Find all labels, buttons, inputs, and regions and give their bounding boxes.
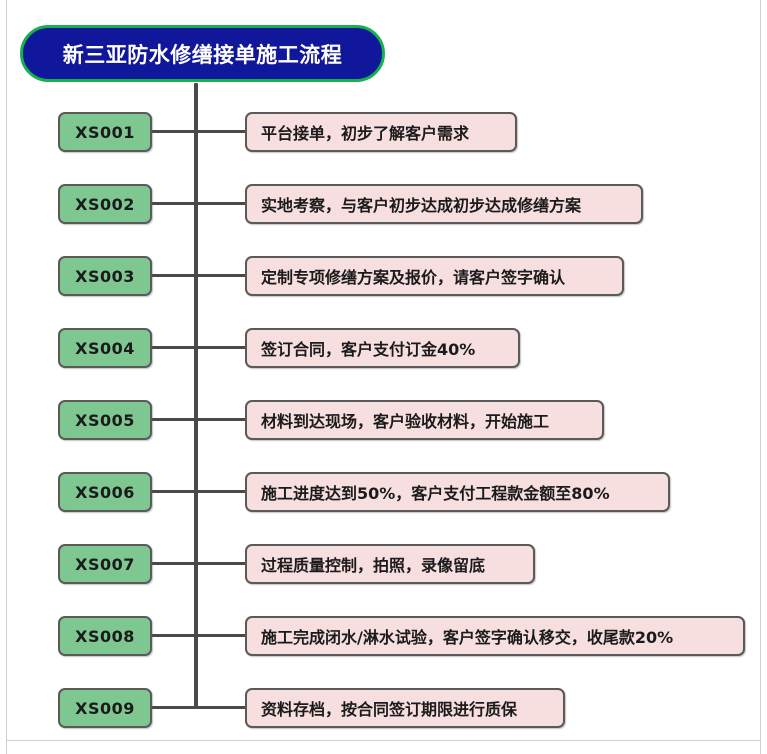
step-code-label: XS007	[75, 554, 135, 574]
page-border-bottom	[6, 740, 761, 741]
step-description-box[interactable]: 材料到达现场，客户验收材料，开始施工	[245, 400, 604, 440]
connector-code-to-spine	[152, 130, 196, 133]
flowchart-title-box: 新三亚防水修缮接单施工流程	[20, 25, 385, 82]
step-code-box[interactable]: XS004	[58, 328, 152, 368]
flow-step-row: XS001 平台接单，初步了解客户需求	[0, 112, 767, 156]
connector-spine-to-desc	[196, 634, 245, 637]
step-description-label: 过程质量控制，拍照，录像留底	[261, 556, 486, 575]
page-border-left	[6, 0, 7, 754]
connector-code-to-spine	[152, 418, 196, 421]
step-code-label: XS002	[75, 194, 135, 214]
connector-spine-to-desc	[196, 274, 245, 277]
step-description-box[interactable]: 施工完成闭水/淋水试验，客户签字确认移交，收尾款20%	[245, 616, 745, 656]
step-description-label: 资料存档，按合同签订期限进行质保	[261, 700, 518, 719]
flow-step-row: XS002 实地考察，与客户初步达成初步达成修缮方案	[0, 184, 767, 228]
step-description-label: 材料到达现场，客户验收材料，开始施工	[261, 412, 550, 431]
connector-spine-to-desc	[196, 418, 245, 421]
step-code-box[interactable]: XS007	[58, 544, 152, 584]
step-description-box[interactable]: 签订合同，客户支付订金40%	[245, 328, 520, 368]
flow-step-row: XS006 施工进度达到50%，客户支付工程款金额至80%	[0, 472, 767, 516]
connector-code-to-spine	[152, 562, 196, 565]
flow-step-row: XS005 材料到达现场，客户验收材料，开始施工	[0, 400, 767, 444]
step-description-label: 平台接单，初步了解客户需求	[261, 124, 470, 143]
step-description-label: 实地考察，与客户初步达成初步达成修缮方案	[261, 196, 582, 215]
step-code-label: XS001	[75, 122, 135, 142]
page-border-right	[760, 0, 761, 754]
connector-code-to-spine	[152, 634, 196, 637]
connector-spine-to-desc	[196, 346, 245, 349]
step-description-box[interactable]: 施工进度达到50%，客户支付工程款金额至80%	[245, 472, 670, 512]
step-description-label: 施工完成闭水/淋水试验，客户签字确认移交，收尾款20%	[261, 628, 674, 647]
connector-spine-to-desc	[196, 202, 245, 205]
step-code-box[interactable]: XS001	[58, 112, 152, 152]
step-code-box[interactable]: XS006	[58, 472, 152, 512]
flow-step-row: XS007 过程质量控制，拍照，录像留底	[0, 544, 767, 588]
connector-spine-to-desc	[196, 130, 245, 133]
step-code-box[interactable]: XS008	[58, 616, 152, 656]
flowchart-title-text: 新三亚防水修缮接单施工流程	[62, 42, 343, 67]
step-description-label: 施工进度达到50%，客户支付工程款金额至80%	[261, 484, 610, 503]
step-code-box[interactable]: XS005	[58, 400, 152, 440]
step-description-box[interactable]: 定制专项修缮方案及报价，请客户签字确认	[245, 256, 624, 296]
step-code-label: XS004	[75, 338, 135, 358]
flow-step-row: XS009 资料存档，按合同签订期限进行质保	[0, 688, 767, 732]
flow-step-row: XS008 施工完成闭水/淋水试验，客户签字确认移交，收尾款20%	[0, 616, 767, 660]
connector-spine-to-desc	[196, 706, 245, 709]
connector-code-to-spine	[152, 490, 196, 493]
step-code-label: XS006	[75, 482, 135, 502]
step-description-box[interactable]: 资料存档，按合同签订期限进行质保	[245, 688, 565, 728]
vertical-spine-connector	[194, 83, 198, 708]
connector-spine-to-desc	[196, 490, 245, 493]
step-description-box[interactable]: 平台接单，初步了解客户需求	[245, 112, 517, 152]
connector-code-to-spine	[152, 202, 196, 205]
step-description-label: 定制专项修缮方案及报价，请客户签字确认	[261, 268, 566, 287]
step-code-label: XS003	[75, 266, 135, 286]
step-code-label: XS008	[75, 626, 135, 646]
step-description-box[interactable]: 过程质量控制，拍照，录像留底	[245, 544, 535, 584]
step-code-box[interactable]: XS002	[58, 184, 152, 224]
step-code-label: XS009	[75, 698, 135, 718]
step-description-box[interactable]: 实地考察，与客户初步达成初步达成修缮方案	[245, 184, 643, 224]
flow-step-row: XS003 定制专项修缮方案及报价，请客户签字确认	[0, 256, 767, 300]
step-description-label: 签订合同，客户支付订金40%	[261, 340, 476, 359]
step-code-box[interactable]: XS009	[58, 688, 152, 728]
connector-spine-to-desc	[196, 562, 245, 565]
step-code-label: XS005	[75, 410, 135, 430]
connector-code-to-spine	[152, 346, 196, 349]
flow-step-row: XS004 签订合同，客户支付订金40%	[0, 328, 767, 372]
step-code-box[interactable]: XS003	[58, 256, 152, 296]
connector-code-to-spine	[152, 706, 196, 709]
connector-code-to-spine	[152, 274, 196, 277]
